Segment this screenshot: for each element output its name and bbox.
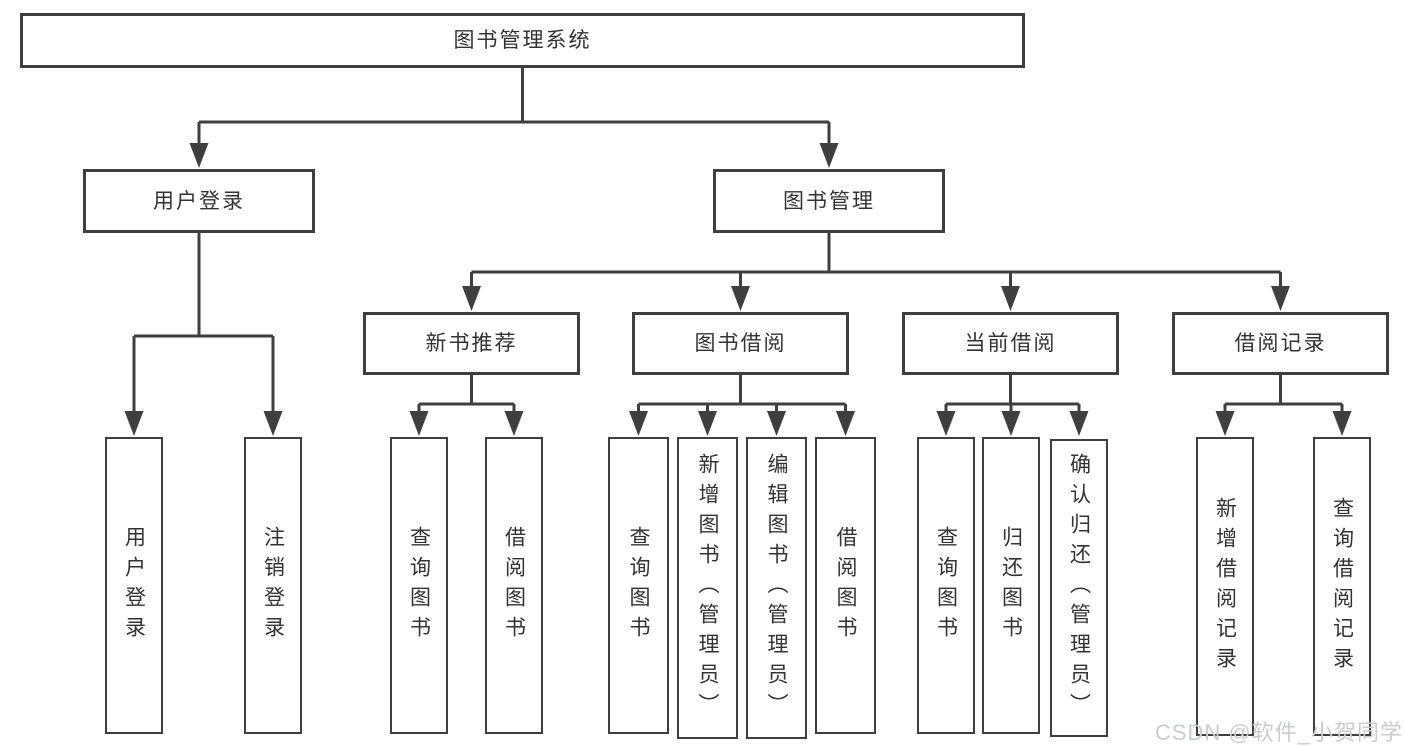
leaf-current-return-books: 归还图书 (982, 437, 1040, 734)
node-root: 图书管理系统 (20, 13, 1025, 68)
node-user-login: 用户登录 (83, 169, 315, 233)
leaf-recommend-borrow-books: 借阅图书 (485, 437, 543, 734)
node-new-book-recommend: 新书推荐 (363, 312, 580, 375)
leaf-current-query-books: 查询图书 (917, 437, 975, 734)
node-borrow-records: 借阅记录 (1172, 312, 1389, 375)
node-book-borrowing: 图书借阅 (632, 312, 849, 375)
tree-wires (132, 68, 1344, 414)
leaf-logout: 注销登录 (244, 437, 302, 734)
leaf-user-login: 用户登录 (105, 437, 163, 734)
leaf-borrowing-borrow-books: 借阅图书 (815, 437, 876, 734)
node-current-borrowing: 当前借阅 (902, 312, 1119, 375)
leaf-borrowing-edit-books-admin: 编辑图书（管理员） (746, 437, 807, 739)
leaf-recommend-query-books: 查询图书 (390, 437, 448, 734)
watermark: CSDN @软件_小贺同学 (1154, 720, 1403, 745)
arrowheads (124, 143, 1352, 436)
node-book-management: 图书管理 (713, 169, 945, 233)
leaf-borrowing-add-books-admin: 新增图书（管理员） (677, 437, 738, 739)
leaf-current-confirm-return-admin: 确认归还（管理员） (1050, 439, 1108, 737)
leaf-records-add-borrow-record: 新增借阅记录 (1196, 437, 1254, 736)
leaf-borrowing-query-books: 查询图书 (608, 437, 669, 734)
leaf-records-query-borrow-record: 查询借阅记录 (1313, 437, 1371, 736)
